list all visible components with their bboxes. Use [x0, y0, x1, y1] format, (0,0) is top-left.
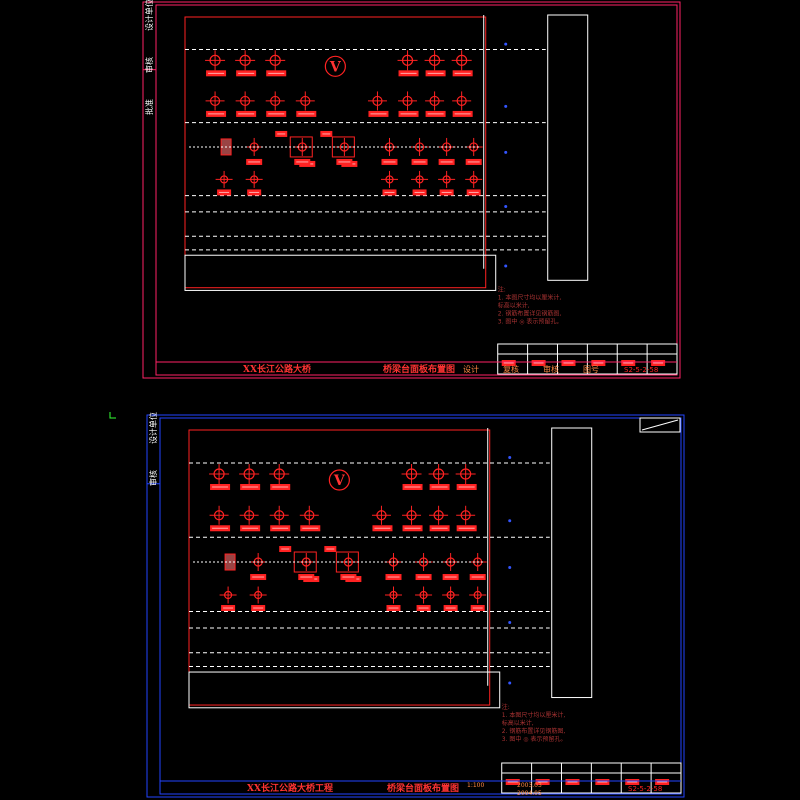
drawing-title: 桥梁台面板布置图 [383, 363, 455, 375]
bolt-node [205, 50, 226, 71]
project-title: XX长江公路大桥 [243, 363, 312, 375]
note-line: 3. 图中 ◎ 表示预留孔。 [502, 735, 567, 743]
bolt-node [425, 91, 445, 111]
side-label: 审核 [144, 57, 154, 73]
base-strip [188, 671, 501, 709]
bolt-node [465, 170, 483, 188]
survey-point [504, 264, 508, 268]
bolt-node [249, 586, 267, 604]
survey-point [508, 621, 512, 625]
sheet-number: S2-5-2-58 [624, 366, 658, 374]
survey-point [504, 205, 508, 209]
drawing-area [188, 429, 491, 706]
bolt-node [367, 91, 387, 111]
bolt-node [245, 170, 263, 188]
bolt-node [219, 586, 237, 604]
elevation-profile-box [551, 427, 593, 699]
survey-point [508, 681, 512, 685]
bolt-node [384, 586, 402, 604]
note-line: 标高以米计, [502, 719, 534, 727]
bolt-node [265, 91, 285, 111]
bolt-node [451, 50, 472, 71]
drawing-title: 桥梁台面板布置图 [387, 782, 459, 794]
bolt-node [452, 91, 472, 111]
bolt-node [265, 50, 286, 71]
bolt-node [456, 505, 476, 525]
bolt-node [380, 170, 398, 188]
bolt-node [239, 505, 259, 525]
bolt-node [424, 50, 445, 71]
survey-point [504, 150, 508, 154]
title-bar-label: 审核 [543, 364, 559, 374]
note-line: 2. 钢筋布置详见钢筋图, [498, 310, 562, 318]
bolt-node [209, 505, 229, 525]
company-stamp [639, 417, 681, 433]
title-bar-label: 图号 [583, 365, 599, 374]
bolt-node [239, 464, 260, 485]
survey-point [508, 519, 512, 523]
bolt-node [299, 505, 319, 525]
inner-frame [159, 417, 682, 795]
drawing-area [184, 16, 487, 289]
bolt-node [402, 505, 422, 525]
bolt-node [415, 586, 433, 604]
bolt-node [442, 586, 460, 604]
bolt-node [235, 91, 255, 111]
note-line: 标高以米计, [498, 302, 530, 310]
outer-frame [146, 414, 685, 798]
survey-point [508, 456, 512, 460]
bolt-node [469, 586, 487, 604]
side-label: 批准 [144, 99, 154, 115]
project-title: XX长江公路大桥工程 [247, 782, 333, 794]
company-stamp-slash [641, 419, 679, 431]
bolt-node [455, 464, 476, 485]
center-symbol-text: V [329, 59, 342, 75]
origin-marker [109, 412, 116, 419]
bolt-node [235, 50, 256, 71]
bolt-node [428, 464, 449, 485]
survey-point [504, 104, 508, 108]
note-line: 1. 本图尺寸均以厘米计, [498, 294, 562, 302]
note-line: 2. 钢筋布置详见钢筋图, [502, 727, 566, 735]
center-symbol-circle [324, 55, 346, 77]
side-label: 设计单位 [148, 412, 158, 444]
inner-frame [155, 4, 678, 376]
bolt-node [269, 464, 290, 485]
survey-point [508, 566, 512, 570]
side-label: 审核 [148, 470, 158, 486]
bolt-node [398, 91, 418, 111]
bolt-node [438, 170, 456, 188]
scale-text: 1:100 [467, 782, 484, 789]
bolt-node [215, 170, 233, 188]
survey-point [504, 42, 508, 46]
date-text: 2003.03 [517, 782, 542, 789]
side-label: 设计单位 [144, 0, 154, 31]
bolt-node [411, 170, 429, 188]
bolt-node [371, 505, 391, 525]
bolt-node [269, 505, 289, 525]
bolt-node [209, 464, 230, 485]
title-bar-label: 设计 [463, 364, 479, 374]
center-symbol-circle [328, 469, 350, 491]
outer-frame [142, 1, 681, 379]
date-text: 2004.05 [517, 790, 542, 797]
note-line: 注: [498, 286, 506, 294]
title-bar-label: 复核 [503, 364, 519, 374]
bolt-node [397, 50, 418, 71]
note-line: 1. 本图尺寸均以厘米计, [502, 711, 566, 719]
note-line: 3. 图中 ◎ 表示预留孔。 [498, 318, 563, 326]
base-strip [184, 254, 497, 291]
elevation-profile-box [547, 14, 589, 281]
bolt-node [205, 91, 225, 111]
note-line: 注: [502, 703, 510, 711]
bolt-node [401, 464, 422, 485]
sheet-number: S2-5-2-58 [628, 785, 662, 793]
bolt-node [429, 505, 449, 525]
bolt-node [295, 91, 315, 111]
center-symbol-text: V [333, 473, 346, 489]
